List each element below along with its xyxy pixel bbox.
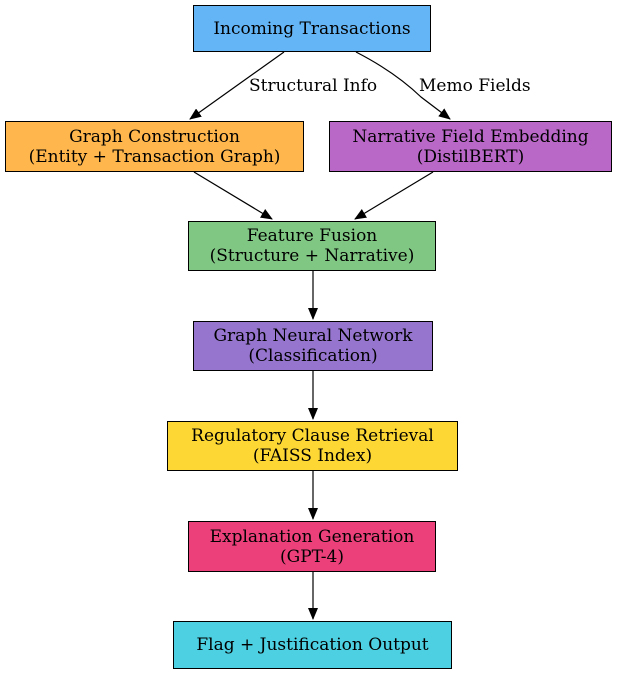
node-subtitle: (GPT-4) — [280, 546, 344, 567]
node-subtitle: (Classification) — [248, 346, 378, 366]
node-subtitle: (Entity + Transaction Graph) — [28, 146, 281, 167]
node-flag-justification-output: Flag + Justification Output — [173, 621, 452, 669]
edge-graph-to-fusion — [193, 171, 273, 220]
edge-narrative-to-fusion — [354, 171, 434, 220]
node-title: Graph Construction — [69, 126, 240, 147]
node-graph-neural-network: Graph Neural Network (Classification) — [193, 321, 433, 371]
edge-label-structural-info: Structural Info — [249, 76, 378, 96]
node-subtitle: (Structure + Narrative) — [209, 246, 415, 266]
edge-label-memo-fields: Memo Fields — [419, 76, 531, 96]
node-title: Incoming Transactions — [213, 18, 411, 39]
node-title: Narrative Field Embedding — [352, 126, 589, 147]
node-title: Graph Neural Network — [213, 326, 413, 346]
node-feature-fusion: Feature Fusion (Structure + Narrative) — [188, 221, 436, 271]
node-subtitle: (FAISS Index) — [252, 446, 373, 466]
node-title: Regulatory Clause Retrieval — [191, 426, 434, 446]
node-title: Explanation Generation — [209, 526, 415, 547]
node-title: Flag + Justification Output — [196, 635, 429, 655]
node-narrative-field-embedding: Narrative Field Embedding (DistilBERT) — [329, 121, 612, 172]
edge-incoming-to-narrative — [355, 51, 451, 120]
edge-incoming-to-graph — [189, 51, 285, 120]
node-title: Feature Fusion — [246, 226, 378, 246]
node-regulatory-clause-retrieval: Regulatory Clause Retrieval (FAISS Index… — [167, 421, 458, 471]
node-explanation-generation: Explanation Generation (GPT-4) — [188, 521, 436, 572]
node-incoming-transactions: Incoming Transactions — [193, 5, 431, 52]
node-subtitle: (DistilBERT) — [416, 146, 525, 167]
node-graph-construction: Graph Construction (Entity + Transaction… — [5, 121, 304, 172]
